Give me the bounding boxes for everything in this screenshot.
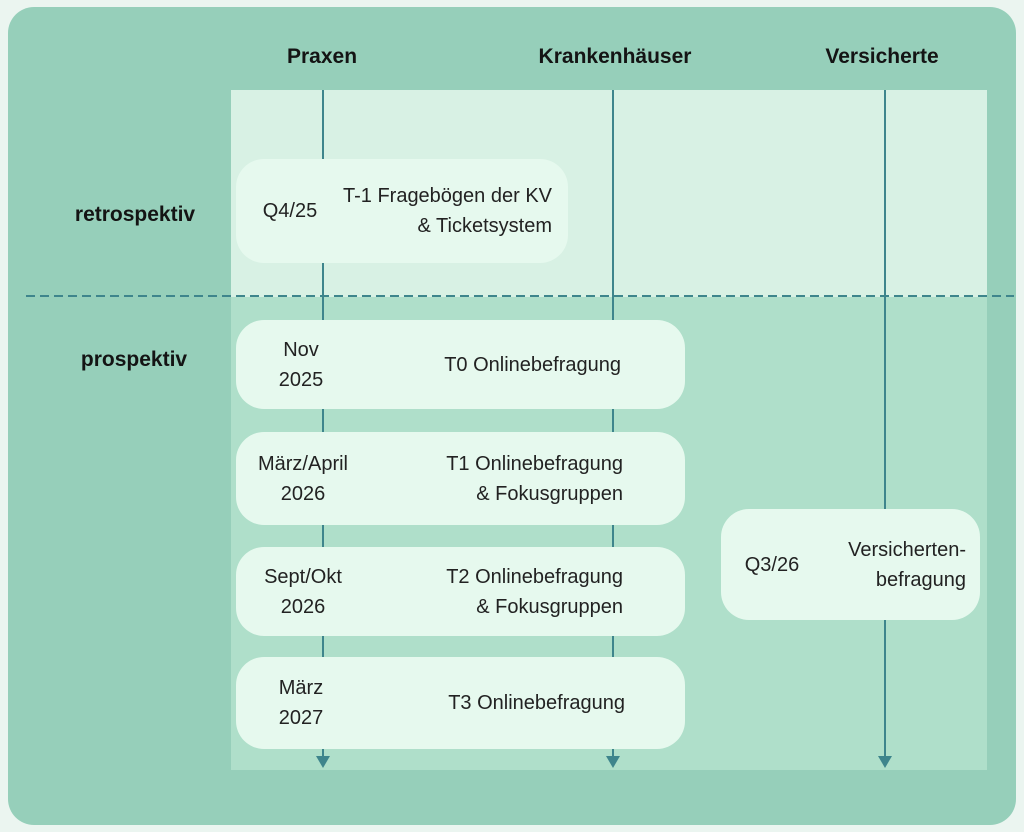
event-box-versichertenbefragung: Q3/26 Versicherten- befragung <box>721 509 980 620</box>
event-date: Sept/Okt 2026 <box>264 565 342 618</box>
event-label: T3 Onlinebefragung <box>448 692 625 714</box>
event-label: T1 Onlinebefragung & Fokusgruppen <box>446 452 623 505</box>
timeline-praxen <box>322 90 324 757</box>
column-header-krankenhaeuser: Krankenhäuser <box>538 45 692 68</box>
phase-label-prospektiv: prospektiv <box>80 348 188 371</box>
arrow-down-icon <box>606 756 620 768</box>
event-label: T2 Onlinebefragung & Fokusgruppen <box>446 565 623 618</box>
event-date: Q4/25 <box>262 200 318 222</box>
event-label: T-1 Fragebögen der KV & Ticketsystem <box>342 185 552 237</box>
event-label: T0 Onlinebefragung <box>444 353 621 376</box>
column-header-versicherte: Versicherte <box>825 45 939 68</box>
event-box-t0: Nov 2025 T0 Onlinebefragung <box>236 320 685 409</box>
event-box-t3: März 2027 T3 Onlinebefragung <box>236 657 685 749</box>
event-date: Q3/26 <box>744 553 800 576</box>
phase-label-retrospektiv: retrospektiv <box>74 203 196 226</box>
phase-divider-dashed-line <box>26 295 1014 297</box>
event-box-t1: März/April 2026 T1 Onlinebefragung & Fok… <box>236 432 685 525</box>
event-box-t2: Sept/Okt 2026 T2 Onlinebefragung & Fokus… <box>236 547 685 636</box>
arrow-down-icon <box>316 756 330 768</box>
diagram-frame: Praxen Krankenhäuser Versicherte retrosp… <box>8 7 1016 825</box>
event-date: März/April 2026 <box>257 452 348 505</box>
timeline-versicherte <box>884 90 886 757</box>
event-box-t-minus-1: Q4/25 T-1 Fragebögen der KV & Ticketsyst… <box>236 159 568 263</box>
event-label: Versicherten- befragung <box>848 538 966 591</box>
event-date: März 2027 <box>278 677 324 729</box>
column-header-praxen: Praxen <box>286 45 358 68</box>
event-date: Nov 2025 <box>278 338 324 391</box>
timeline-krankenhaeuser <box>612 90 614 757</box>
arrow-down-icon <box>878 756 892 768</box>
